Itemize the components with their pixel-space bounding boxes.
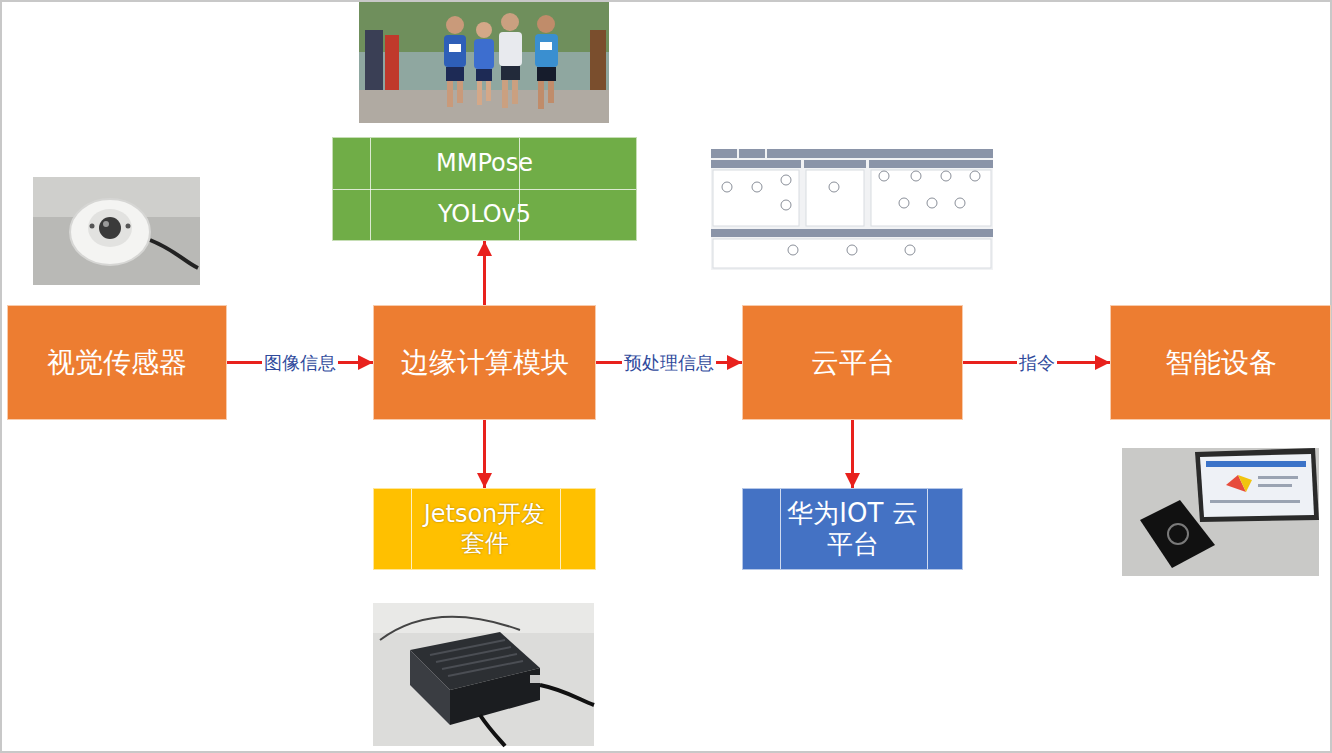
edge-compute-box: 边缘计算模块: [373, 305, 596, 420]
box-label: 云平台: [811, 346, 895, 380]
devkit-box: Jetson开发套件: [373, 488, 596, 570]
box-label: 智能设备: [1165, 346, 1277, 380]
platform-label: Jetson开发套件: [415, 500, 554, 558]
device-box: 智能设备: [1110, 305, 1331, 420]
box-label: 边缘计算模块: [401, 346, 569, 380]
edge-label: 图像信息: [262, 352, 338, 374]
algorithm-box: MMPoseYOLOv5: [332, 137, 637, 241]
jetson-photo: [373, 603, 594, 746]
edge-label: 预处理信息: [622, 352, 716, 374]
flow-arrow: [851, 420, 854, 488]
tablet-photo: [1122, 448, 1319, 576]
sensor-box: 视觉传感器: [7, 305, 227, 420]
edge-label: 指令: [1017, 352, 1057, 374]
camera-photo: [33, 177, 200, 285]
platform-screenshot: [711, 137, 993, 270]
cloud-box: 云平台: [742, 305, 963, 420]
cell-divider: [411, 489, 412, 569]
flow-arrow: [483, 241, 486, 305]
cell-divider: [560, 489, 561, 569]
iot-cloud-box: 华为IOT 云平台: [742, 488, 963, 570]
cell-divider: [780, 489, 781, 569]
algorithm-name: YOLOv5: [333, 190, 636, 241]
cell-divider: [927, 489, 928, 569]
box-label: 视觉传感器: [47, 346, 187, 380]
runners-photo: [359, 2, 609, 123]
platform-label: 华为IOT 云平台: [784, 498, 921, 560]
flow-arrow: [483, 420, 486, 488]
algorithm-name: MMPose: [333, 138, 636, 190]
